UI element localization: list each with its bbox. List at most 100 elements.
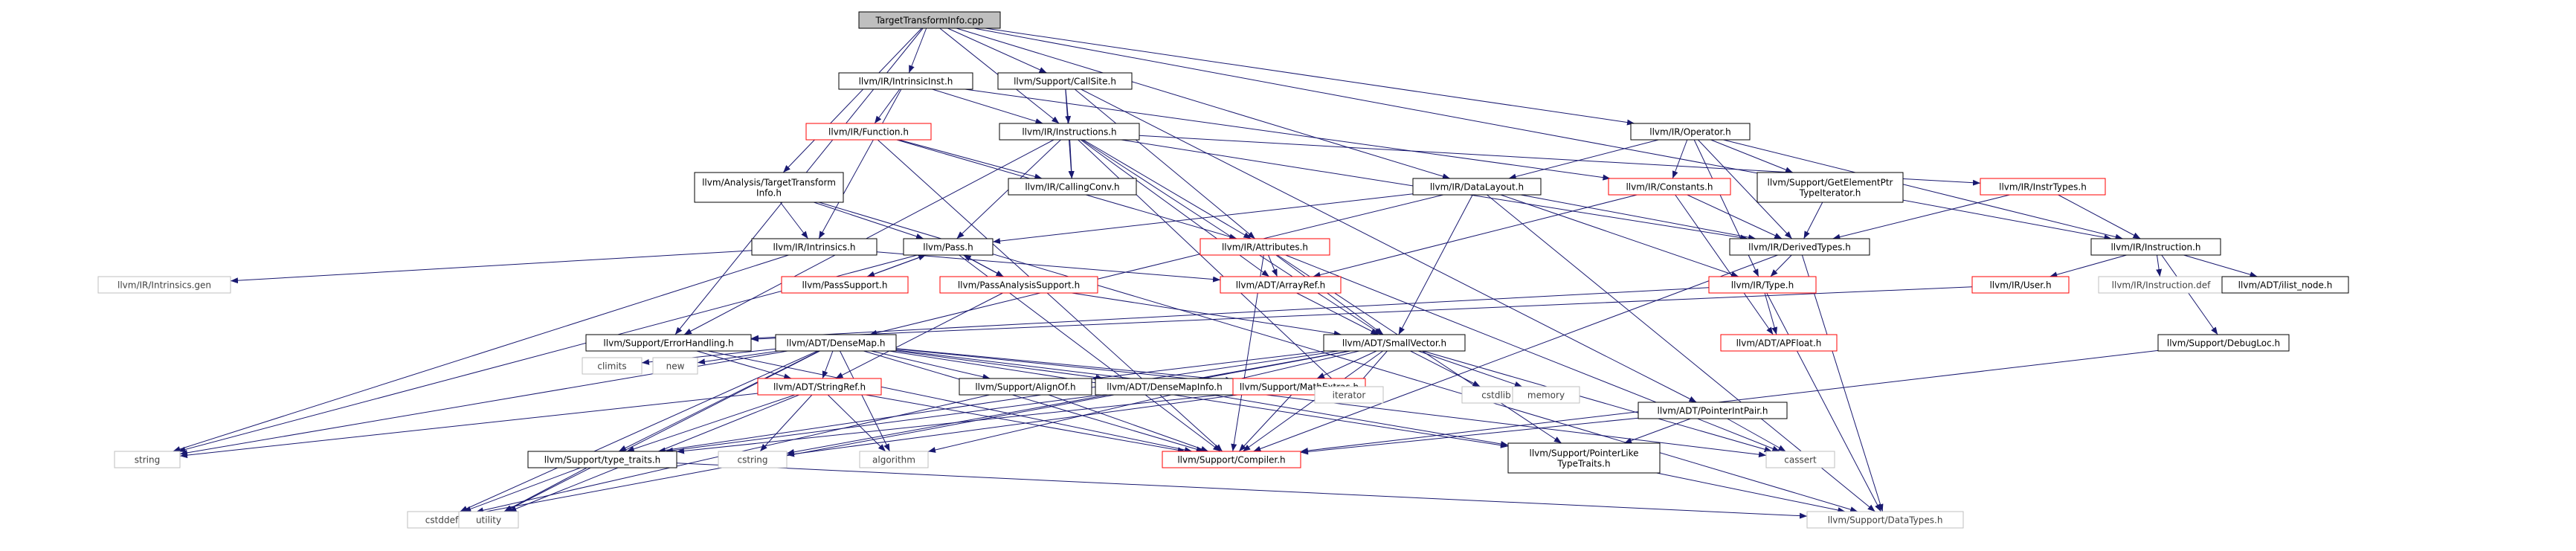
node-instruction_def[interactable]: llvm/IR/Instruction.def xyxy=(2098,276,2224,294)
node-box-new[interactable] xyxy=(652,357,698,375)
node-iterator[interactable]: iterator xyxy=(1314,386,1384,404)
node-attributes[interactable]: llvm/IR/Attributes.h xyxy=(1200,238,1330,256)
edge-type-to-errorhandling xyxy=(750,287,1710,341)
node-box-function[interactable] xyxy=(805,123,932,141)
node-passsupport[interactable]: llvm/PassSupport.h xyxy=(781,276,909,294)
node-intrinsics_gen[interactable]: llvm/IR/Intrinsics.gen xyxy=(97,276,231,294)
node-instructions[interactable]: llvm/IR/Instructions.h xyxy=(999,123,1140,141)
node-box-analysis_tti[interactable] xyxy=(694,172,844,203)
node-box-derivedtypes[interactable] xyxy=(1729,238,1870,256)
node-datatypes[interactable]: llvm/Support/DataTypes.h xyxy=(1806,511,1964,529)
node-box-cstring[interactable] xyxy=(718,451,788,468)
node-box-stringref[interactable] xyxy=(757,378,882,396)
node-box-instrtypes[interactable] xyxy=(1980,178,2106,196)
edge-instructions-to-callingconv xyxy=(1068,139,1075,179)
node-type_traits[interactable]: llvm/Support/type_traits.h xyxy=(527,451,677,468)
edge-pointerintpair-to-pointerlike xyxy=(1623,418,1691,444)
node-box-errorhandling[interactable] xyxy=(585,334,752,352)
node-densemap[interactable]: llvm/ADT/DenseMap.h xyxy=(775,334,897,352)
node-intrinsics[interactable]: llvm/IR/Intrinsics.h xyxy=(751,238,878,256)
node-box-densemap[interactable] xyxy=(775,334,897,352)
node-algorithm[interactable]: algorithm xyxy=(859,451,929,468)
node-box-debugloc[interactable] xyxy=(2157,334,2290,352)
node-box-constants[interactable] xyxy=(1608,178,1731,196)
node-box-datalayout[interactable] xyxy=(1412,178,1542,196)
node-box-instructions[interactable] xyxy=(999,123,1140,141)
node-pass[interactable]: llvm/Pass.h xyxy=(903,238,994,256)
node-box-memory[interactable] xyxy=(1512,386,1580,404)
node-box-apfloat[interactable] xyxy=(1720,334,1838,352)
node-box-datatypes[interactable] xyxy=(1806,511,1964,529)
node-box-root[interactable] xyxy=(858,11,1001,29)
node-operator[interactable]: llvm/IR/Operator.h xyxy=(1630,123,1751,141)
node-climits[interactable]: climits xyxy=(582,357,643,375)
node-box-callsite[interactable] xyxy=(997,72,1133,90)
node-compiler[interactable]: llvm/Support/Compiler.h xyxy=(1162,451,1301,468)
node-function[interactable]: llvm/IR/Function.h xyxy=(805,123,932,141)
node-box-intrinsics[interactable] xyxy=(751,238,878,256)
node-box-type[interactable] xyxy=(1708,276,1817,294)
node-arrayref[interactable]: llvm/ADT/ArrayRef.h xyxy=(1220,276,1342,294)
node-derivedtypes[interactable]: llvm/IR/DerivedTypes.h xyxy=(1729,238,1870,256)
node-label-user: llvm/IR/User.h xyxy=(1989,280,2051,291)
node-callingconv[interactable]: llvm/IR/CallingConv.h xyxy=(1008,178,1137,196)
node-smallvector[interactable]: llvm/ADT/SmallVector.h xyxy=(1323,334,1466,352)
node-new[interactable]: new xyxy=(652,357,698,375)
node-box-smallvector[interactable] xyxy=(1323,334,1466,352)
node-passanalysis[interactable]: llvm/PassAnalysisSupport.h xyxy=(939,276,1098,294)
node-cassert[interactable]: cassert xyxy=(1765,451,1835,468)
node-type[interactable]: llvm/IR/Type.h xyxy=(1708,276,1817,294)
node-errorhandling[interactable]: llvm/Support/ErrorHandling.h xyxy=(585,334,752,352)
node-intrinsicinst[interactable]: llvm/IR/IntrinsicInst.h xyxy=(838,72,973,90)
node-box-operator[interactable] xyxy=(1630,123,1751,141)
node-memory[interactable]: memory xyxy=(1512,386,1580,404)
node-box-iterator[interactable] xyxy=(1314,386,1384,404)
node-cstring[interactable]: cstring xyxy=(718,451,788,468)
node-box-intrinsics_gen[interactable] xyxy=(97,276,231,294)
node-debugloc[interactable]: llvm/Support/DebugLoc.h xyxy=(2157,334,2290,352)
node-label-derivedtypes: llvm/IR/DerivedTypes.h xyxy=(1748,242,1851,253)
node-box-gep[interactable] xyxy=(1756,172,1904,203)
node-instrtypes[interactable]: llvm/IR/InstrTypes.h xyxy=(1980,178,2106,196)
node-user[interactable]: llvm/IR/User.h xyxy=(1971,276,2070,294)
node-box-pointerlike[interactable] xyxy=(1507,442,1661,474)
node-constants[interactable]: llvm/IR/Constants.h xyxy=(1608,178,1731,196)
node-box-attributes[interactable] xyxy=(1200,238,1330,256)
node-alignof[interactable]: llvm/Support/AlignOf.h xyxy=(959,378,1092,396)
edge-pointerintpair-to-cassert xyxy=(1727,418,1786,452)
node-box-instruction[interactable] xyxy=(2090,238,2221,256)
node-box-climits[interactable] xyxy=(582,357,643,375)
node-box-type_traits[interactable] xyxy=(527,451,677,468)
edge-constants-to-derivedtypes xyxy=(1687,194,1783,239)
node-box-user[interactable] xyxy=(1971,276,2070,294)
node-ilist_node[interactable]: llvm/ADT/ilist_node.h xyxy=(2221,276,2349,294)
node-box-intrinsicinst[interactable] xyxy=(838,72,973,90)
node-box-compiler[interactable] xyxy=(1162,451,1301,468)
node-label-pointerlike: TypeTraits.h xyxy=(1556,459,1610,469)
node-box-ilist_node[interactable] xyxy=(2221,276,2349,294)
node-datalayout[interactable]: llvm/IR/DataLayout.h xyxy=(1412,178,1542,196)
node-box-cassert[interactable] xyxy=(1765,451,1835,468)
node-box-algorithm[interactable] xyxy=(859,451,929,468)
node-box-passanalysis[interactable] xyxy=(939,276,1098,294)
node-pointerintpair[interactable]: llvm/ADT/PointerIntPair.h xyxy=(1638,402,1788,419)
node-box-callingconv[interactable] xyxy=(1008,178,1137,196)
node-box-utility[interactable] xyxy=(458,511,519,529)
node-analysis_tti[interactable]: llvm/Analysis/TargetTransformInfo.h xyxy=(694,172,844,203)
node-root[interactable]: TargetTransformInfo.cpp xyxy=(858,11,1001,29)
node-densemapinfo[interactable]: llvm/ADT/DenseMapInfo.h xyxy=(1095,378,1234,396)
node-stringref[interactable]: llvm/ADT/StringRef.h xyxy=(757,378,882,396)
node-apfloat[interactable]: llvm/ADT/APFloat.h xyxy=(1720,334,1838,352)
node-string[interactable]: string xyxy=(114,451,181,468)
node-callsite[interactable]: llvm/Support/CallSite.h xyxy=(997,72,1133,90)
node-box-pointerintpair[interactable] xyxy=(1638,402,1788,419)
node-box-passsupport[interactable] xyxy=(781,276,909,294)
node-box-alignof[interactable] xyxy=(959,378,1092,396)
node-box-arrayref[interactable] xyxy=(1220,276,1342,294)
node-box-pass[interactable] xyxy=(903,238,994,256)
node-instruction[interactable]: llvm/IR/Instruction.h xyxy=(2090,238,2221,256)
node-utility[interactable]: utility xyxy=(458,511,519,529)
node-box-string[interactable] xyxy=(114,451,181,468)
